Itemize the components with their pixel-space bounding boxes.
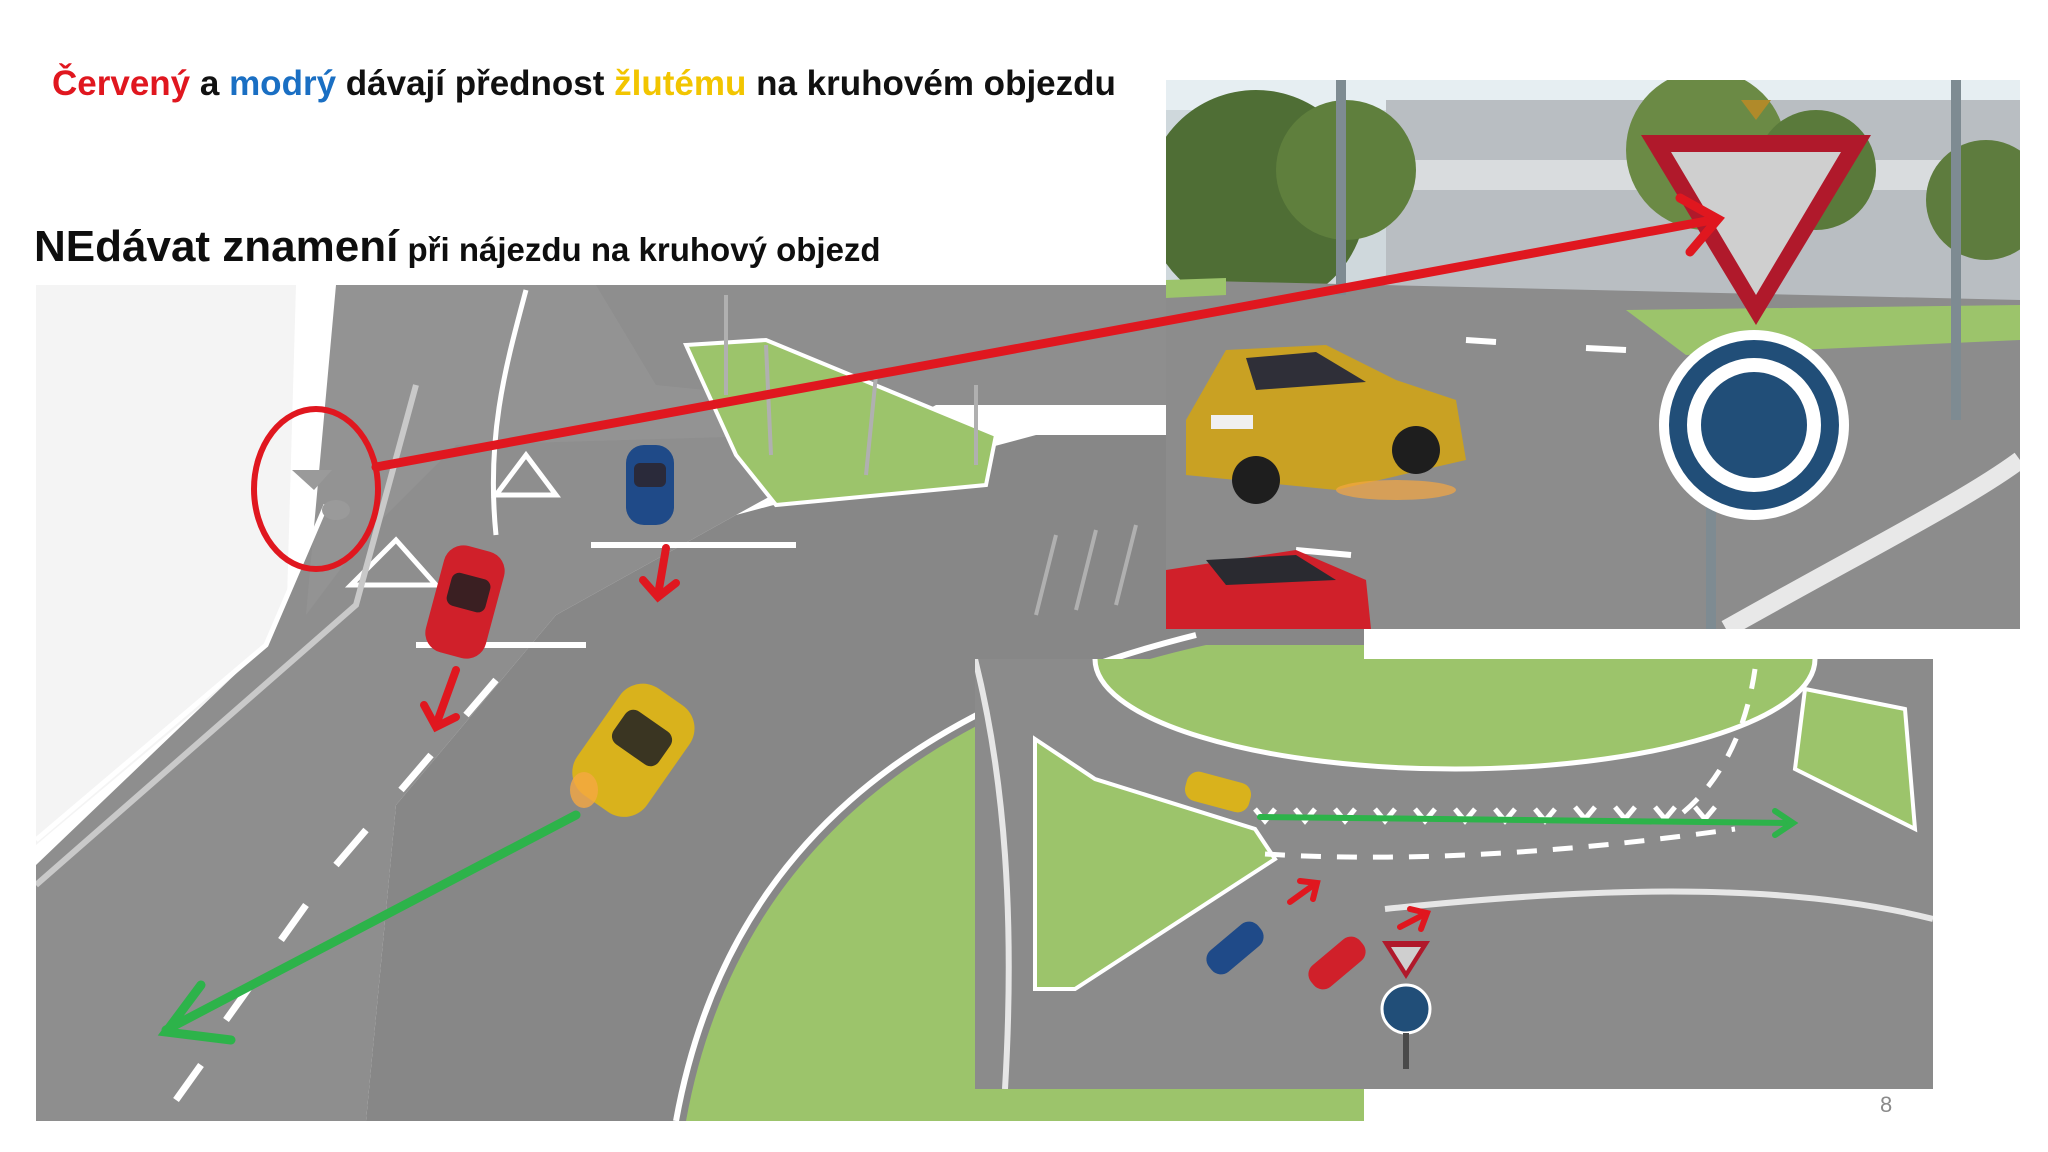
heading-blue-word: modrý: [229, 64, 337, 103]
red-car: [425, 545, 505, 659]
yield-sign-icon: [1641, 100, 1871, 325]
heading-yellow-word: žlutému: [614, 64, 747, 103]
page-number: 8: [1880, 1092, 1893, 1117]
heading-end: na kruhovém objezdu: [746, 64, 1116, 103]
red-car-top: [1308, 936, 1366, 990]
instruction-rest: při nájezdu na kruhový objezd: [398, 231, 881, 268]
heading-middle: dávají přednost: [336, 64, 615, 103]
heading: Červený a modrý dávají přednost žlutému …: [52, 64, 1116, 104]
instruction-emphasis: NEdávat znamení: [34, 222, 399, 271]
blue-car: [626, 445, 674, 525]
top-view-drawing: [975, 659, 1933, 1089]
heading-and: a: [190, 64, 230, 103]
small-yield-sign-icon: [1382, 941, 1430, 979]
heading-red-word: Červený: [52, 64, 191, 103]
small-roundabout-sign-icon: [1380, 983, 1432, 1069]
instruction: NEdávat znamení při nájezdu na kruhový o…: [34, 222, 881, 272]
blue-car-top: [1206, 921, 1264, 975]
top-view-image: [975, 659, 1933, 1089]
yellow-car: [570, 683, 695, 817]
yellow-car-top: [1184, 771, 1252, 813]
roundabout-sign-icon: [1659, 330, 1849, 520]
sign-view-image: [1166, 80, 2020, 629]
sign-view-drawing: [1166, 80, 2020, 629]
